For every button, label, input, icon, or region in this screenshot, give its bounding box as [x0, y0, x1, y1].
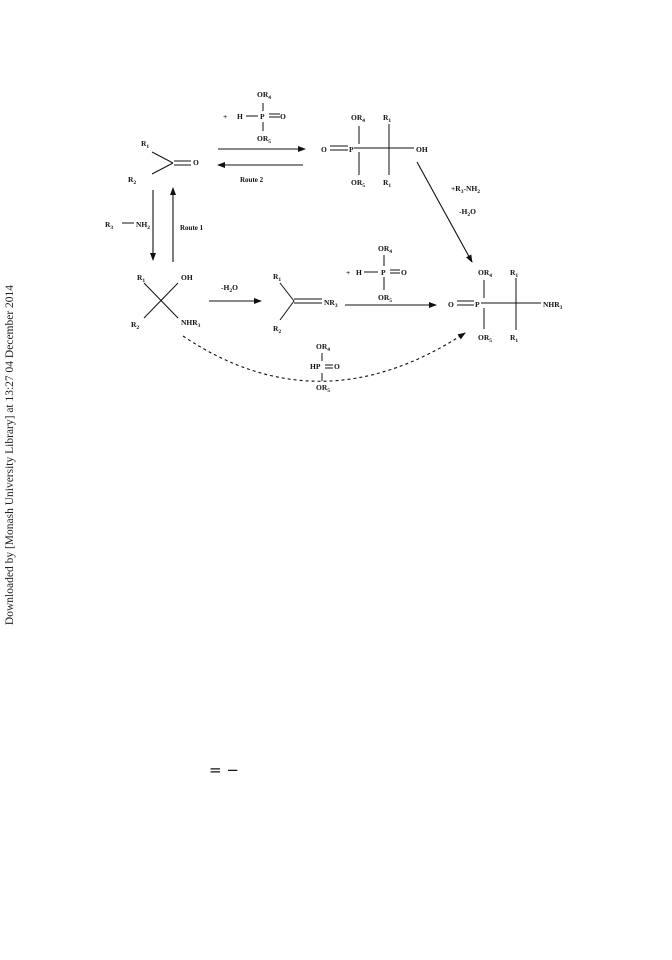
svg-text:OR5: OR5: [351, 178, 365, 189]
scheme-labels: OR4 + H P O OR5 R1 O R2 Route 2 Route 1 …: [105, 90, 563, 394]
svg-text:NHR3: NHR3: [181, 318, 201, 329]
svg-text:P: P: [381, 268, 386, 277]
svg-text:O: O: [193, 158, 199, 167]
svg-text:R2: R2: [131, 320, 139, 331]
svg-text:R1: R1: [383, 178, 391, 189]
svg-text:O: O: [448, 300, 454, 309]
svg-text:OR4: OR4: [316, 342, 330, 353]
svg-text:R2: R2: [128, 175, 136, 186]
svg-text:P: P: [260, 112, 265, 121]
svg-text:O: O: [401, 268, 407, 277]
svg-text:HP: HP: [310, 362, 321, 371]
svg-text:R2: R2: [273, 324, 281, 335]
svg-text:OR4: OR4: [351, 113, 365, 124]
svg-text:+: +: [346, 268, 350, 277]
svg-text:Route 2: Route 2: [240, 176, 264, 184]
svg-text:NR3: NR3: [324, 298, 338, 309]
reaction-arrows: [150, 146, 473, 382]
svg-text:OR5: OR5: [478, 333, 492, 344]
svg-text:OR4: OR4: [257, 90, 271, 101]
amination-arrow: [416, 161, 473, 263]
svg-text:O: O: [334, 362, 340, 371]
svg-text:H: H: [237, 112, 243, 121]
svg-text:O: O: [321, 145, 327, 154]
svg-text:OR4: OR4: [478, 268, 492, 279]
svg-text:Route 1: Route 1: [180, 224, 204, 232]
svg-text:R3: R3: [105, 220, 113, 231]
svg-text:R1: R1: [510, 333, 518, 344]
svg-text:O: O: [280, 112, 286, 121]
svg-text:R1: R1: [510, 268, 518, 279]
svg-text:OR5: OR5: [257, 134, 271, 145]
svg-text:R1: R1: [137, 273, 145, 284]
svg-text:OR4: OR4: [378, 244, 392, 255]
svg-text:H: H: [356, 268, 362, 277]
svg-text:+: +: [223, 112, 227, 121]
equation-fragment: = −: [209, 761, 239, 779]
svg-text:R1: R1: [383, 113, 391, 124]
svg-text:R1: R1: [141, 139, 149, 150]
svg-text:P: P: [349, 145, 354, 154]
svg-text:OH: OH: [181, 273, 193, 282]
svg-text:OR5: OR5: [316, 383, 330, 394]
svg-text:-H2O: -H2O: [459, 207, 476, 218]
bond-lines: [122, 103, 541, 381]
svg-text:P: P: [475, 300, 480, 309]
svg-text:+R3-NH2: +R3-NH2: [451, 184, 480, 195]
svg-text:NH2: NH2: [136, 220, 150, 231]
svg-text:OH: OH: [416, 145, 428, 154]
one-pot-dashed-arrow: [182, 332, 466, 382]
svg-text:NHR3: NHR3: [543, 300, 563, 311]
svg-text:-H2O: -H2O: [221, 283, 238, 294]
svg-text:R1: R1: [273, 272, 281, 283]
svg-text:OR5: OR5: [378, 293, 392, 304]
